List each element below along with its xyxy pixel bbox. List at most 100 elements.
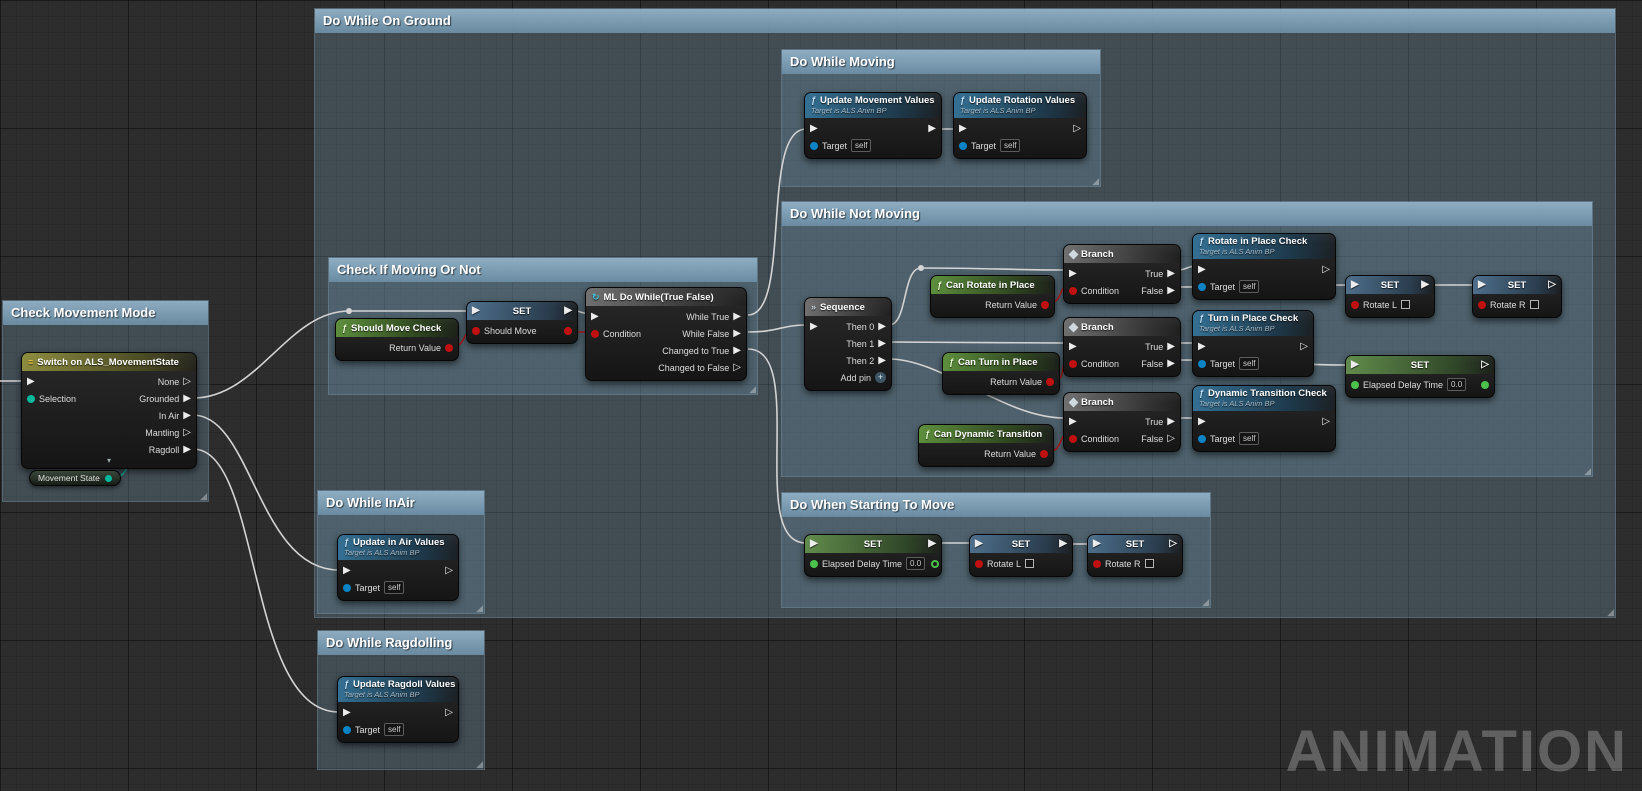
float-value-box[interactable]: 0.0 (1447, 378, 1467, 391)
node-set-rotate-r-top[interactable]: ▶ SET ▷ Rotate R (1472, 275, 1562, 318)
comment-title[interactable]: Do While On Ground (315, 9, 1615, 33)
exec-out-pin[interactable]: ▷ (1169, 538, 1177, 549)
resize-handle-icon[interactable]: ◢ (1607, 607, 1614, 617)
float-in-pin[interactable] (810, 559, 818, 568)
selection-pin[interactable] (27, 394, 35, 403)
false-pin[interactable]: ▶ (1167, 284, 1175, 296)
target-pin[interactable] (1198, 434, 1206, 443)
exec-in-pin[interactable]: ▶ (343, 706, 351, 718)
exec-in-pin[interactable]: ▶ (1351, 279, 1359, 290)
false-pin[interactable]: ▷ (1167, 432, 1175, 444)
exec-in-pin[interactable]: ▶ (1198, 263, 1206, 275)
float-out-pin[interactable] (1481, 380, 1489, 389)
target-pin[interactable] (810, 141, 818, 150)
node-ml-do-while[interactable]: ↻ ML Do While(True False) ▶ While True▶ … (585, 287, 747, 381)
exec-out-pin[interactable]: ▷ (1481, 359, 1489, 370)
changed-to-true-pin[interactable]: ▶ (733, 344, 741, 356)
while-true-pin[interactable]: ▶ (733, 310, 741, 322)
node-header[interactable]: ƒ Can Rotate in Place (931, 276, 1054, 294)
bool-checkbox[interactable] (1144, 559, 1154, 568)
comment-title[interactable]: Do While InAir (318, 491, 484, 515)
resize-handle-icon[interactable]: ◢ (1202, 597, 1209, 607)
advanced-pins-chevron-icon[interactable]: ▾ (106, 456, 111, 465)
comment-title[interactable]: Check Movement Mode (3, 301, 208, 325)
comment-title[interactable]: Do While Ragdolling (318, 631, 484, 655)
node-switch-on-movementstate[interactable]: ≡ Switch on ALS_MovementState ▶ None▷ Se… (21, 352, 197, 469)
self-value-box[interactable]: self (384, 723, 405, 736)
float-in-pin[interactable] (1351, 380, 1359, 389)
exec-out-pin[interactable]: ▶ (928, 122, 936, 134)
node-can-dynamic-transition[interactable]: ƒ Can Dynamic Transition Return Value (918, 424, 1054, 467)
then2-pin[interactable]: ▶ (878, 354, 886, 366)
exec-in-pin[interactable]: ▶ (1069, 267, 1077, 279)
comment-title[interactable]: Do While Not Moving (782, 202, 1592, 226)
true-pin[interactable]: ▶ (1167, 340, 1175, 352)
exec-out-pin[interactable]: ▶ (1421, 279, 1429, 290)
node-set-rotate-l-top[interactable]: ▶ SET ▶ Rotate L (1345, 275, 1435, 318)
node-header[interactable]: ≡ Switch on ALS_MovementState (22, 353, 196, 371)
comment-title[interactable]: Check If Moving Or Not (329, 258, 757, 282)
changed-to-false-pin[interactable]: ▷ (733, 361, 741, 373)
self-value-box[interactable]: self (851, 139, 872, 152)
comment-title[interactable]: Do When Starting To Move (782, 493, 1210, 517)
exec-in-pin[interactable]: ▶ (1069, 340, 1077, 352)
node-should-move-check[interactable]: ƒ Should Move Check Return Value (335, 318, 459, 361)
exec-in-pin[interactable]: ▶ (975, 538, 983, 549)
resize-handle-icon[interactable]: ◢ (476, 759, 483, 769)
condition-pin[interactable] (591, 329, 599, 338)
node-header[interactable]: ƒ Can Turn in Place (943, 353, 1059, 371)
true-pin[interactable]: ▶ (1167, 415, 1175, 427)
self-value-box[interactable]: self (384, 581, 405, 594)
exec-in-pin[interactable]: ▶ (1093, 538, 1101, 549)
node-set-rotate-r-bottom[interactable]: ▶ SET ▷ Rotate R (1087, 534, 1183, 577)
exec-in-pin[interactable]: ▶ (810, 122, 818, 134)
return-value-pin[interactable] (445, 343, 453, 352)
node-header[interactable]: ƒ Should Move Check (336, 319, 458, 337)
comment-title[interactable]: Do While Moving (782, 50, 1100, 74)
target-pin[interactable] (959, 141, 967, 150)
resize-handle-icon[interactable]: ◢ (1092, 176, 1099, 186)
node-header[interactable]: Branch (1064, 245, 1180, 263)
exec-in-pin[interactable]: ▶ (810, 320, 818, 332)
add-pin-icon[interactable]: + (875, 372, 886, 383)
return-value-pin[interactable] (1041, 300, 1049, 309)
node-can-rotate-in-place[interactable]: ƒ Can Rotate in Place Return Value (930, 275, 1055, 318)
bool-in-pin[interactable] (975, 559, 983, 568)
node-header[interactable]: ƒ Can Dynamic Transition (919, 425, 1053, 443)
node-set-should-move[interactable]: ▶ SET ▶ Should Move (466, 301, 578, 344)
exec-out-pin[interactable]: ▷ (1548, 279, 1556, 290)
node-sequence[interactable]: » Sequence ▶ Then 0▶ Then 1▶ Then 2▶ Add… (804, 297, 892, 391)
exec-in-pin[interactable]: ▶ (591, 310, 599, 322)
exec-out-inair-pin[interactable]: ▶ (183, 409, 191, 421)
exec-in-pin[interactable]: ▶ (1198, 340, 1206, 352)
node-header[interactable]: ▶ SET ▷ (1346, 356, 1494, 374)
self-value-box[interactable]: self (1239, 280, 1260, 293)
exec-out-pin[interactable]: ▷ (445, 564, 453, 576)
float-value-box[interactable]: 0.0 (906, 557, 926, 570)
node-header[interactable]: Branch (1064, 318, 1180, 336)
resize-handle-icon[interactable]: ◢ (1584, 466, 1591, 476)
exec-out-grounded-pin[interactable]: ▶ (183, 392, 191, 404)
exec-out-pin[interactable]: ▶ (928, 538, 936, 549)
exec-out-pin[interactable]: ▶ (564, 305, 572, 316)
bool-checkbox[interactable] (1529, 300, 1539, 309)
self-value-box[interactable]: self (1239, 432, 1260, 445)
exec-out-pin[interactable]: ▷ (1322, 263, 1330, 275)
resize-handle-icon[interactable]: ◢ (476, 603, 483, 613)
exec-in-pin[interactable]: ▶ (959, 122, 967, 134)
target-pin[interactable] (343, 725, 351, 734)
node-header[interactable]: Branch (1064, 393, 1180, 411)
bool-checkbox[interactable] (1401, 300, 1411, 309)
bool-checkbox[interactable] (1025, 559, 1035, 568)
